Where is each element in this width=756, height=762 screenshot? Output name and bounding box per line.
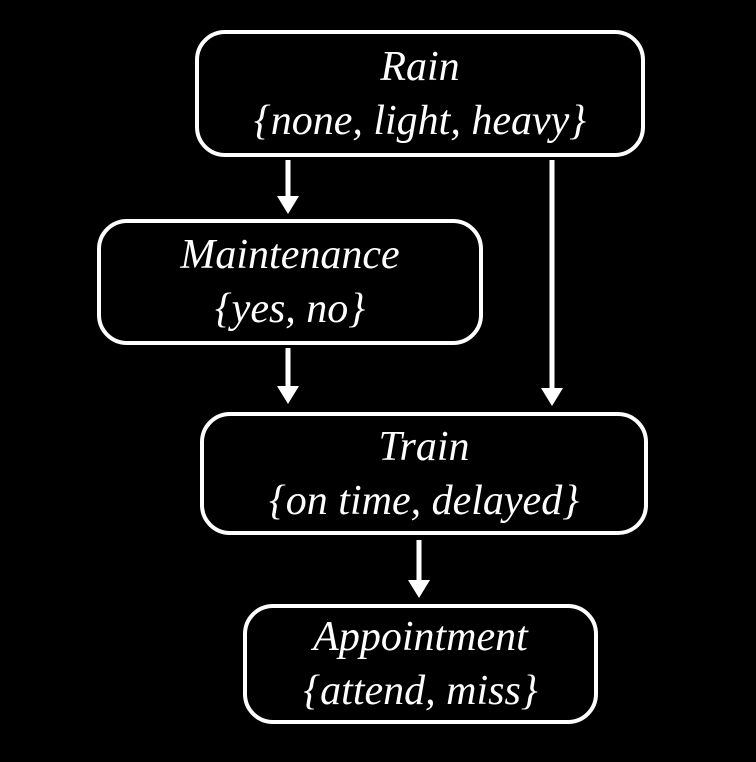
node-rain-label: Rain — [380, 43, 460, 90]
node-train-label: Train — [378, 423, 470, 470]
node-rain: Rain {none, light, heavy} — [195, 30, 645, 157]
node-rain-domain: {none, light, heavy} — [253, 97, 587, 144]
node-appointment-domain: {attend, miss} — [303, 668, 538, 714]
arrow-rain-to-maintenance-icon — [277, 160, 299, 214]
node-appointment-label: Appointment — [313, 614, 528, 660]
arrow-rain-to-train-icon — [541, 160, 563, 406]
arrow-maintenance-to-train-icon — [277, 348, 299, 404]
node-train-domain: {on time, delayed} — [269, 477, 579, 524]
node-train: Train {on time, delayed} — [200, 412, 648, 535]
node-maintenance-label: Maintenance — [180, 232, 400, 278]
node-appointment: Appointment {attend, miss} — [243, 604, 598, 724]
node-maintenance: Maintenance {yes, no} — [97, 219, 483, 345]
arrow-train-to-appointment-icon — [408, 540, 430, 598]
node-maintenance-domain: {yes, no} — [214, 286, 366, 332]
